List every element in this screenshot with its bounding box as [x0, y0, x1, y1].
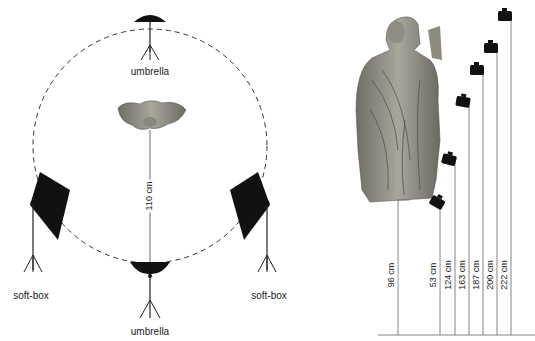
height-label: 96 cm — [387, 261, 397, 290]
light-label: soft-box — [13, 290, 49, 301]
distance-label: 110 cm — [145, 180, 155, 213]
statue — [356, 17, 442, 202]
umbrella-top — [134, 15, 166, 60]
height-label: 187 cm — [472, 258, 482, 292]
soft-box-left — [24, 172, 70, 272]
camera-circle — [33, 29, 267, 263]
umbrella-bottom — [130, 262, 170, 318]
height-lines — [378, 17, 535, 335]
light-label: soft-box — [251, 290, 287, 301]
cameras — [429, 8, 512, 210]
height-label: 124 cm — [444, 258, 454, 292]
height-label: 200 cm — [486, 258, 496, 292]
height-label: 222 cm — [500, 258, 510, 292]
height-label: 53 cm — [429, 261, 439, 290]
height-label: 163 cm — [458, 258, 468, 292]
soft-box-right — [230, 172, 276, 272]
light-label: umbrella — [131, 66, 169, 77]
light-label: umbrella — [131, 326, 169, 337]
statue-top-view — [118, 101, 186, 130]
